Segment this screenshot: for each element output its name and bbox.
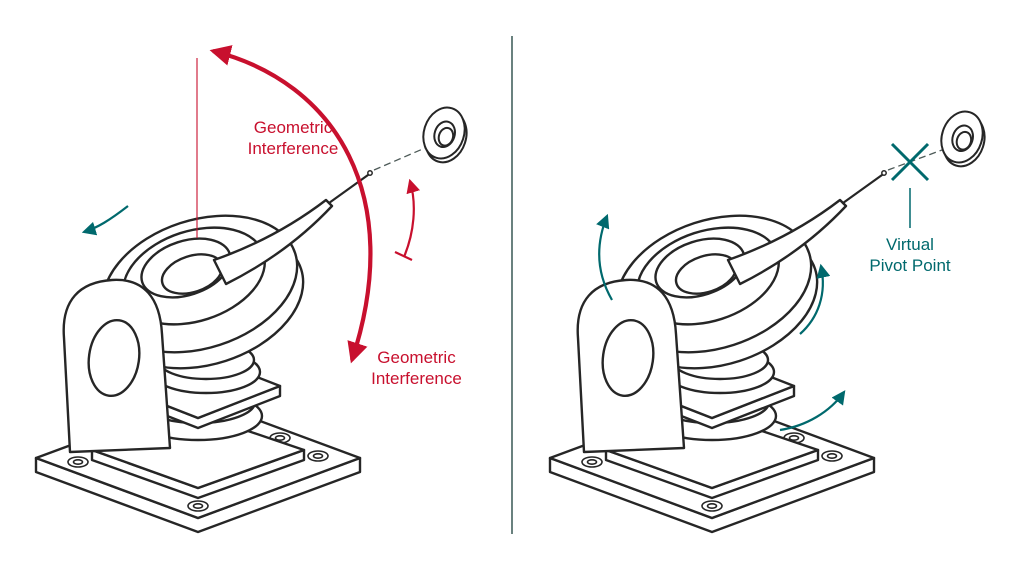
rotation-arrow-icon-left-mech <box>81 205 129 236</box>
virtual-pivot-cross-icon <box>890 142 930 182</box>
rotation-arrow-icon-right-1 <box>596 213 613 301</box>
gimbal-mechanism-left <box>34 169 374 534</box>
left-panel-drawing <box>34 45 475 534</box>
rotation-arrow-icon-right-2 <box>799 263 831 335</box>
gimbal-mechanism-right <box>548 169 888 534</box>
target-ring-left <box>415 101 475 169</box>
right-panel-drawing <box>548 105 993 534</box>
rotation-arrow-icon-right-3 <box>779 390 846 432</box>
interference-arc-tick <box>394 251 413 261</box>
target-ring-right <box>933 105 993 173</box>
stylus-centerline-right <box>887 149 943 171</box>
stylus-centerline-left <box>373 147 426 171</box>
interference-arc-small <box>402 178 420 258</box>
interference-arc-large <box>209 45 373 364</box>
